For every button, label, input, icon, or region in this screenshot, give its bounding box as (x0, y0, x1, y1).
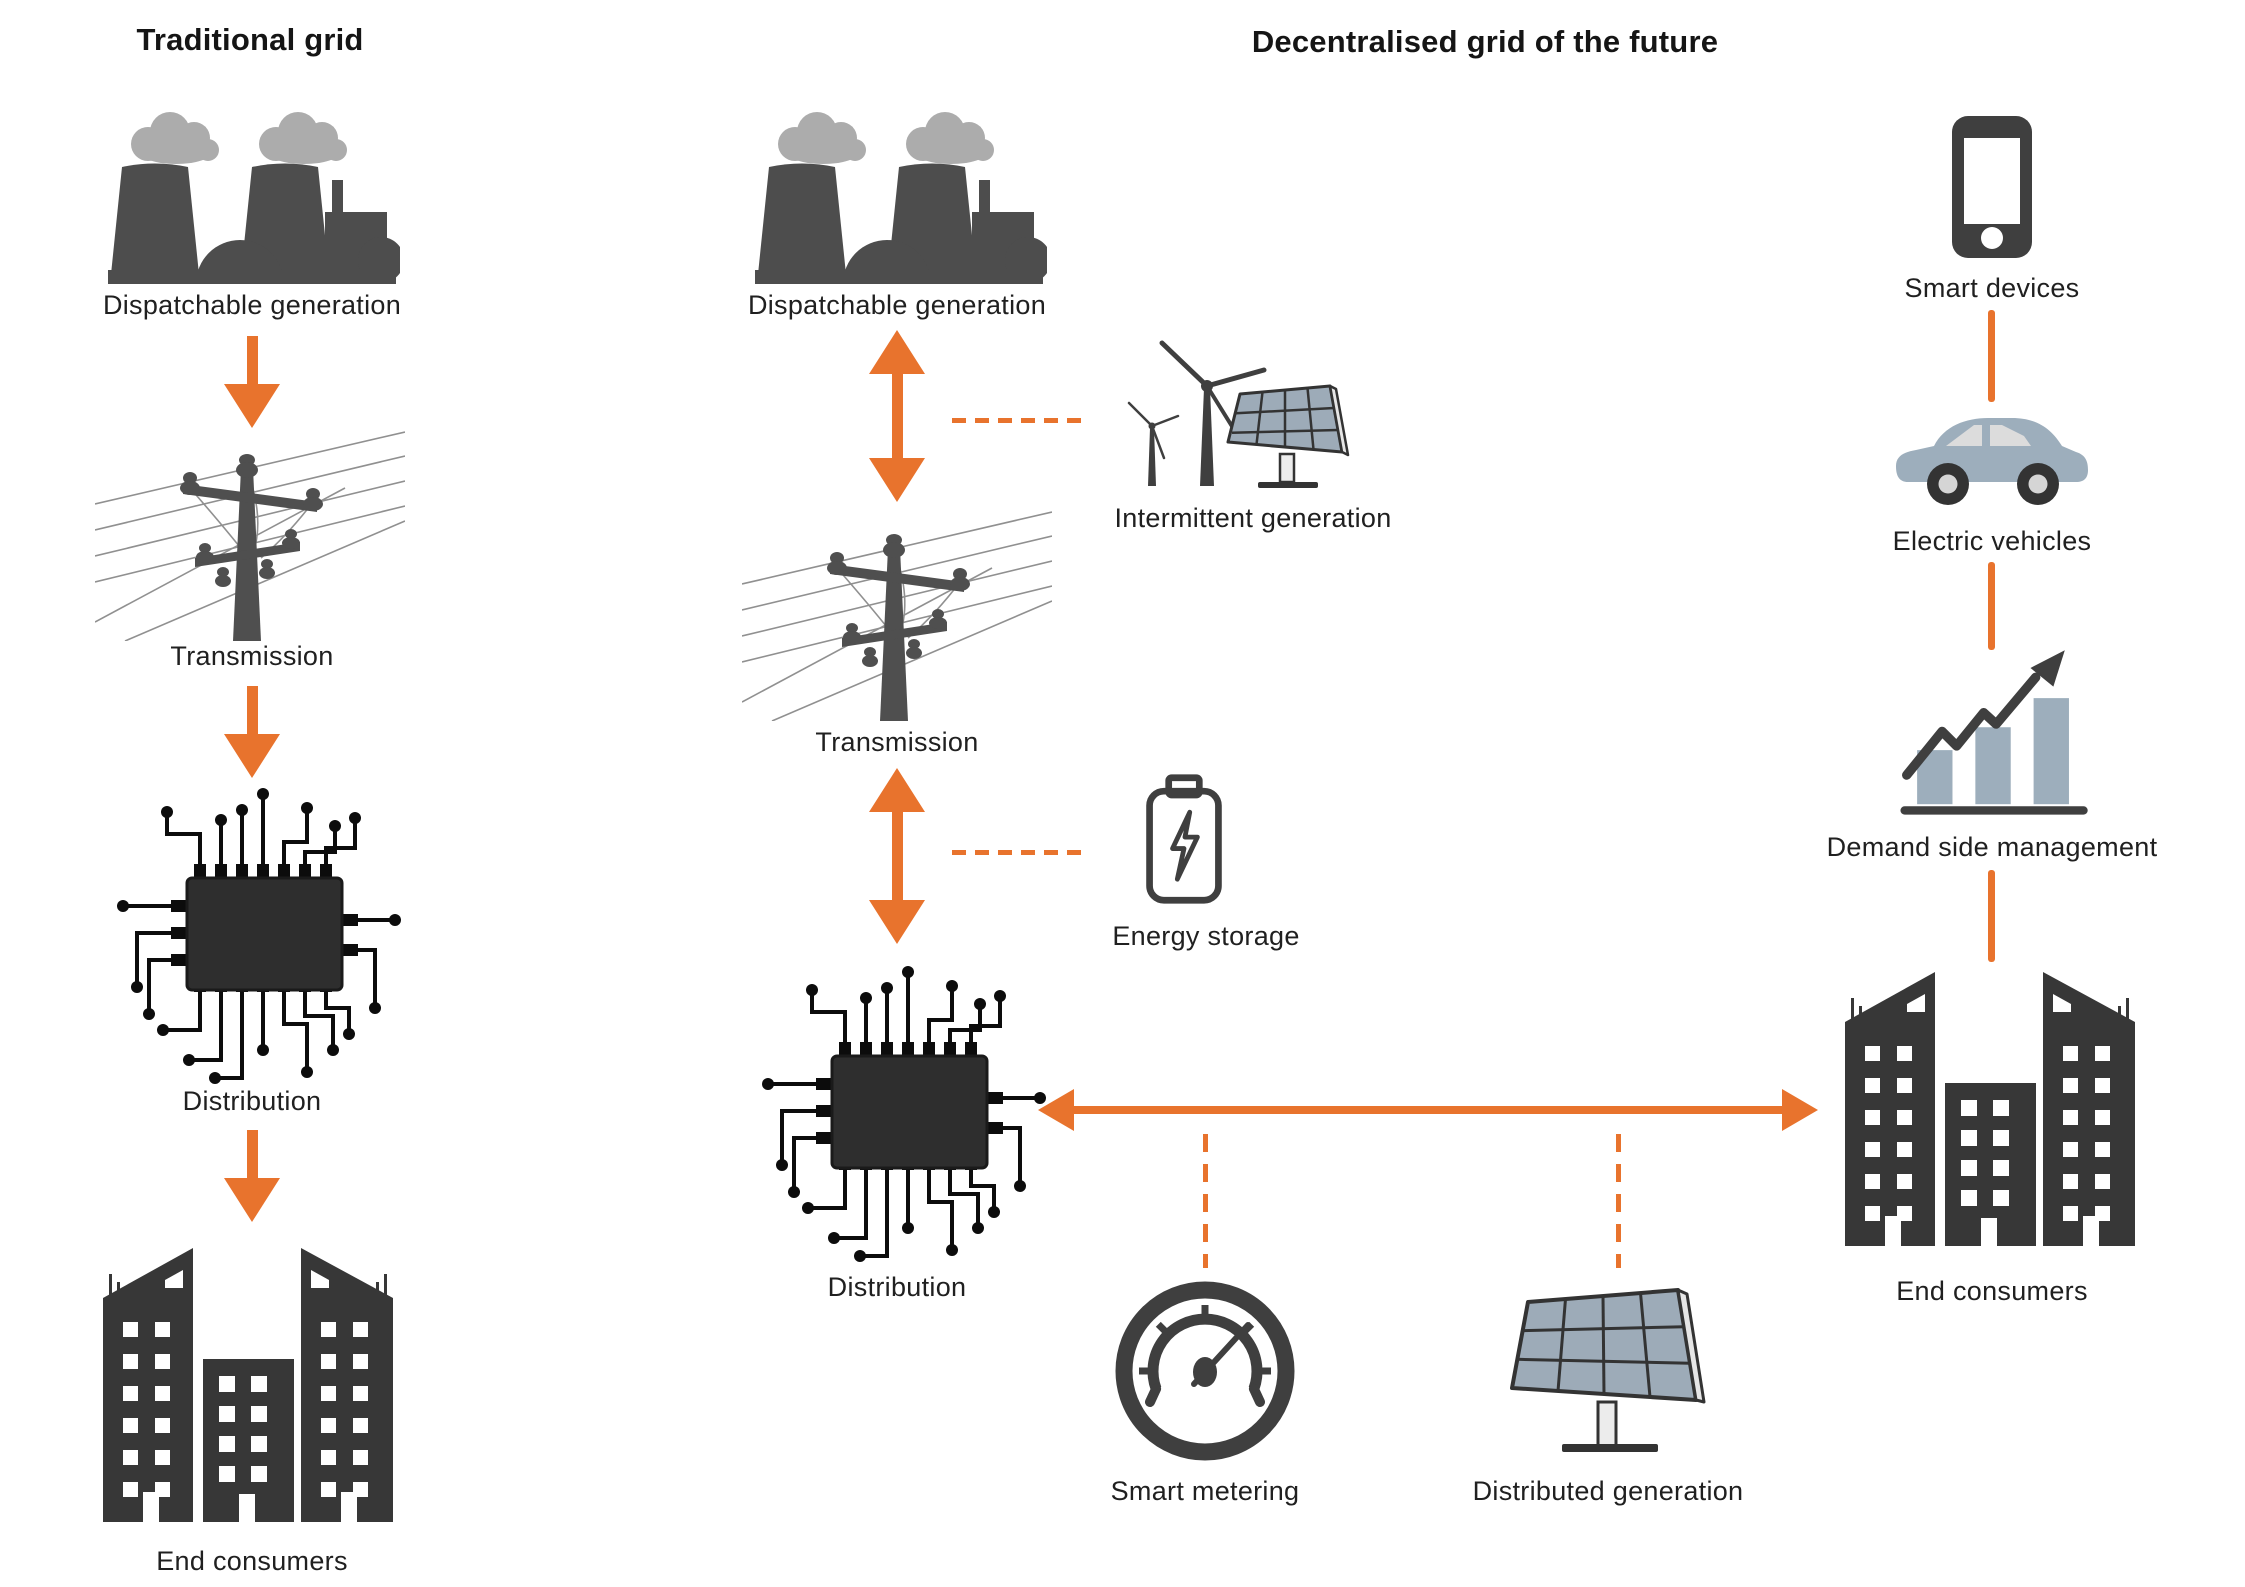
node-label-demand-side-management: Demand side management (1826, 832, 2158, 862)
solar-panel-icon (1506, 1280, 1716, 1465)
node-label-transmission: Transmission (170, 641, 334, 671)
node-label-distribution: Distribution (827, 1272, 967, 1302)
bidirectional-arrow-distribution-consumers (1038, 1089, 1818, 1131)
flow-arrow-transmission-to-distribution (215, 686, 289, 778)
link-dsm-end-consumers (1988, 870, 1995, 962)
node-label-end-consumers: End consumers (1896, 1276, 2088, 1306)
node-label-dispatchable-generation: Dispatchable generation (102, 290, 402, 320)
bidirectional-arrow-transmission-distribution (860, 768, 934, 944)
bar-chart-arrow-icon (1888, 648, 2096, 820)
battery-icon (1140, 772, 1228, 906)
power-plant-icon (100, 112, 400, 284)
dashed-link-intermittent-generation (952, 418, 1090, 423)
node-label-smart-metering: Smart metering (1110, 1476, 1300, 1506)
node-label-end-consumers: End consumers (156, 1546, 348, 1576)
microchip-icon (97, 778, 407, 1088)
smartphone-icon (1950, 114, 2034, 260)
node-label-dispatchable-generation: Dispatchable generation (747, 290, 1047, 320)
node-label-smart-devices: Smart devices (1904, 273, 2080, 303)
node-label-distribution: Distribution (182, 1086, 322, 1116)
future-grid-title: Decentralised grid of the future (1251, 24, 1719, 59)
dashed-link-energy-storage (952, 850, 1090, 855)
car-icon (1892, 406, 2092, 518)
node-label-energy-storage: Energy storage (1112, 921, 1300, 951)
microchip-icon (742, 956, 1052, 1266)
link-smart-devices-electric-vehicles (1988, 310, 1995, 402)
traditional-grid-title: Traditional grid (136, 22, 364, 57)
link-electric-vehicles-dsm (1988, 562, 1995, 650)
flow-arrow-distribution-to-consumers (215, 1130, 289, 1222)
node-label-electric-vehicles: Electric vehicles (1892, 526, 2092, 556)
buildings-icon (1845, 966, 2135, 1246)
gauge-icon (1110, 1276, 1300, 1466)
node-label-distributed-generation: Distributed generation (1472, 1476, 1744, 1506)
node-label-transmission: Transmission (815, 727, 979, 757)
node-label-intermittent-generation: Intermittent generation (1114, 503, 1392, 533)
flow-arrow-generation-to-transmission (215, 336, 289, 428)
dashed-link-smart-metering (1203, 1134, 1208, 1268)
bidirectional-arrow-generation-transmission (860, 330, 934, 502)
power-lines-icon (742, 506, 1052, 721)
power-plant-icon (747, 112, 1047, 284)
wind-turbine-solar-icon (1112, 336, 1357, 491)
buildings-icon (103, 1242, 393, 1522)
dashed-link-distributed-generation (1616, 1134, 1621, 1268)
power-lines-icon (95, 426, 405, 641)
